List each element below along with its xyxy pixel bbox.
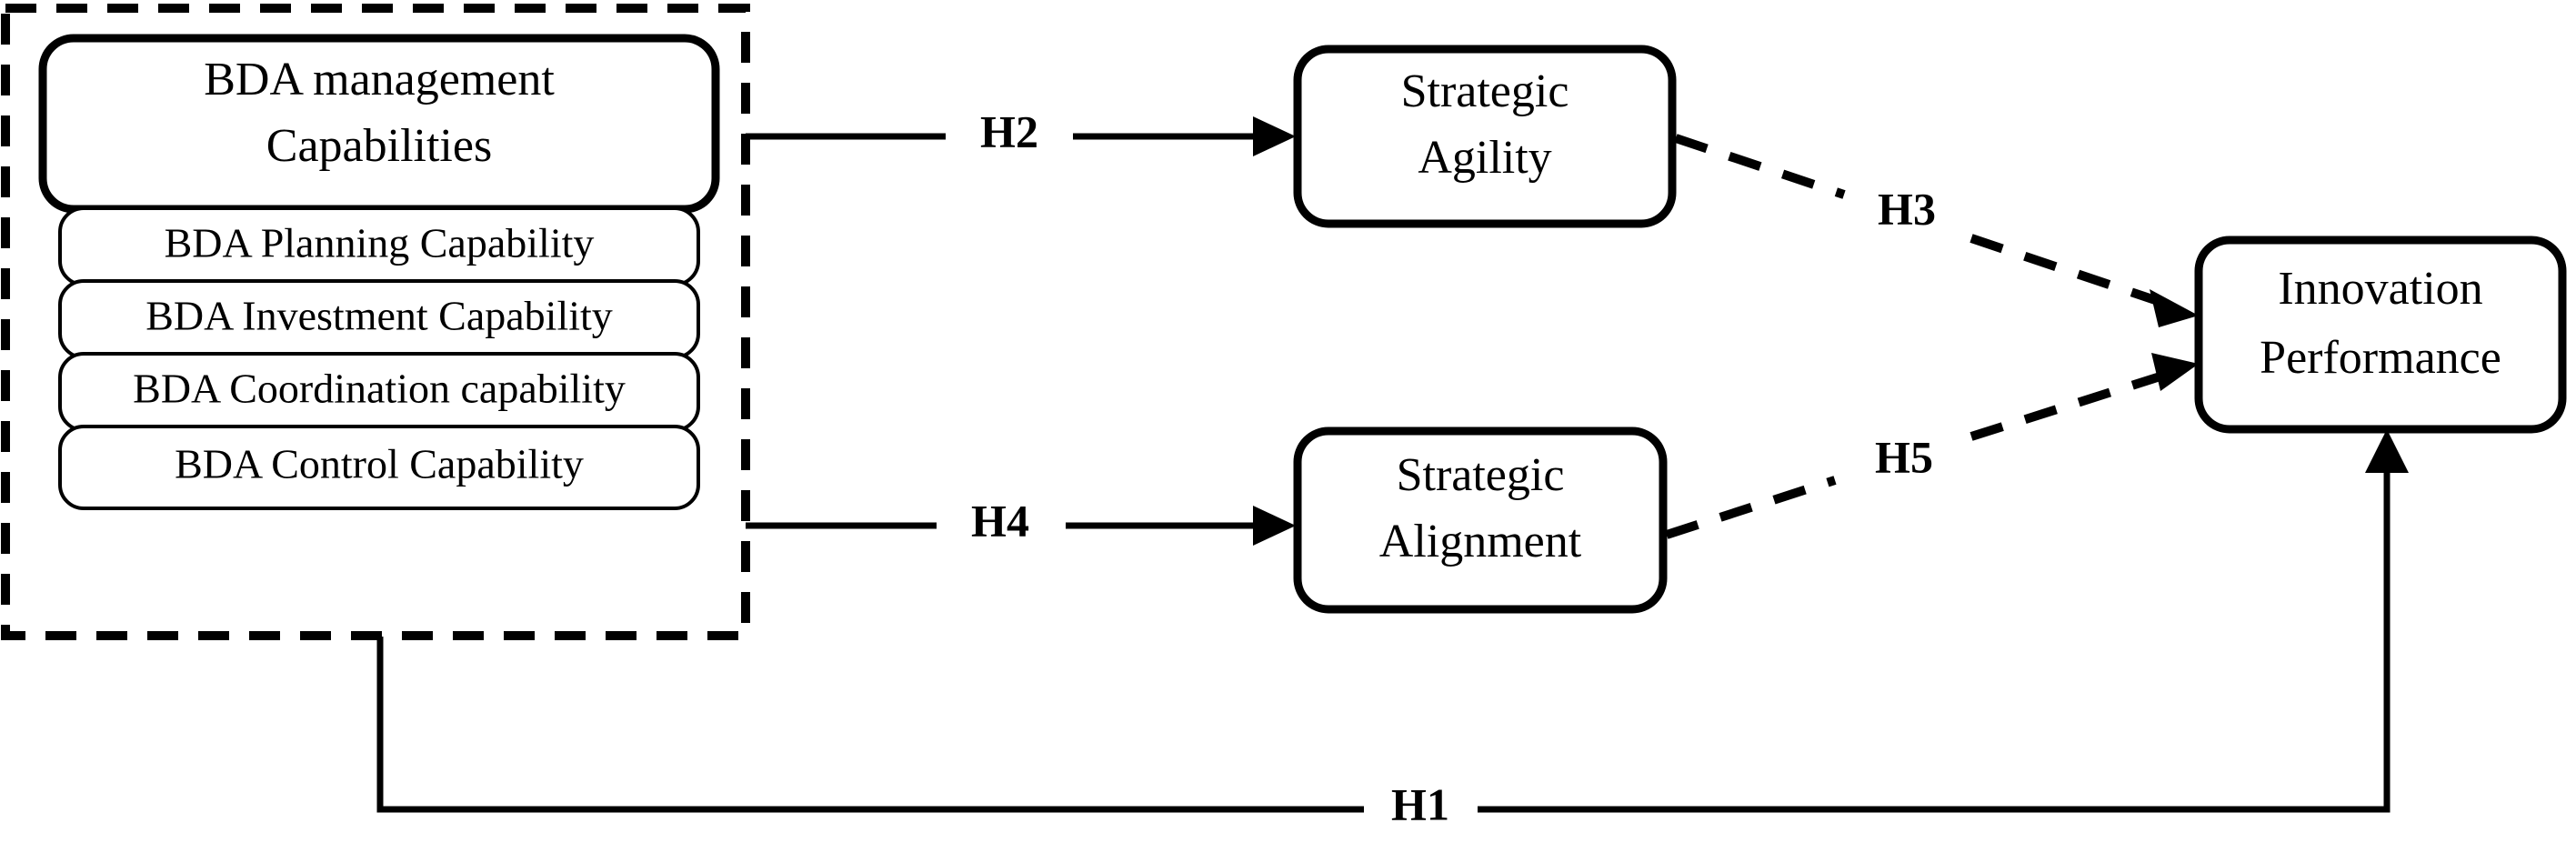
h1-connector-right (1478, 459, 2391, 813)
edge-label-h2: H2 (980, 105, 1038, 156)
bda-capability-group-frame (1, 4, 750, 640)
h5-connector-segment-b (1970, 370, 2168, 441)
h3-arrowhead (2150, 289, 2199, 327)
node-strategic-agility[interactable] (1293, 45, 1677, 228)
node-bda-control-capability-label: BDA Control Capability (175, 441, 584, 487)
h5-arrowhead (2151, 353, 2199, 391)
node-bda-management-capabilities-label-line2: Capabilities (266, 120, 492, 172)
h2-arrowhead (1253, 116, 1296, 156)
h4-arrowhead (1253, 506, 1296, 546)
h3-connector-segment-b (1970, 234, 2168, 308)
node-strategic-alignment-label-line1: Strategic (1397, 449, 1565, 501)
edge-label-h1: H1 (1391, 778, 1449, 829)
node-strategic-agility-label-line2: Agility (1418, 132, 1551, 184)
node-strategic-agility-label-line1: Strategic (1401, 65, 1569, 117)
node-innovation-performance[interactable] (2194, 236, 2567, 434)
h1-arrowhead (2365, 429, 2409, 473)
node-innovation-performance-label-line1: Innovation (2278, 263, 2482, 315)
edge-label-h3: H3 (1878, 183, 1936, 234)
h5-connector-segment-a (1665, 476, 1837, 539)
edge-label-h5: H5 (1875, 431, 1933, 482)
node-bda-control-capability[interactable] (58, 425, 700, 510)
node-strategic-alignment[interactable] (1293, 426, 1668, 614)
node-strategic-alignment-label-line2: Alignment (1379, 516, 1582, 567)
edge-label-h4: H4 (971, 495, 1029, 546)
node-bda-coordination-capability-label: BDA Coordination capability (133, 366, 626, 412)
h3-connector-segment-a (1674, 134, 1846, 199)
node-bda-investment-capability-label: BDA Investment Capability (145, 293, 613, 339)
node-innovation-performance-label-line2: Performance (2260, 332, 2501, 384)
h1-connector-left (376, 637, 1364, 813)
node-bda-management-capabilities-label-line1: BDA management (204, 54, 555, 105)
node-bda-planning-capability-label: BDA Planning Capability (165, 220, 595, 266)
